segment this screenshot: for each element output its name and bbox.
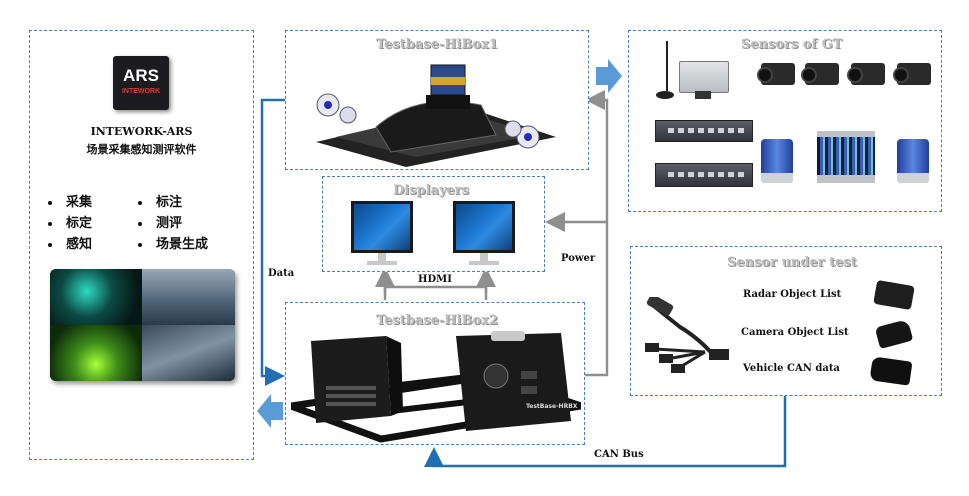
can-bus-line <box>424 396 787 468</box>
sensors-gt-panel: Sensors of GT <box>628 30 942 212</box>
feature-annotate: 标注 <box>138 191 182 210</box>
data-label: Data <box>268 268 295 279</box>
displayers-title: Displayers <box>393 183 469 198</box>
hdmi-label: HDMI <box>418 274 452 285</box>
feature-perceive: 感知 <box>48 233 92 252</box>
feature-collect: 采集 <box>48 191 92 210</box>
arrow-to-sensors <box>596 59 622 93</box>
camera-icon <box>757 63 795 85</box>
sensors-gt-title: Sensors of GT <box>741 37 843 52</box>
gnss-receiver-icon <box>679 61 729 93</box>
logo-subtext: INTEWORK <box>121 88 161 95</box>
obd-connector-icon <box>869 356 913 386</box>
lidar-icon <box>897 139 929 183</box>
monitor-left <box>351 201 413 267</box>
feature-calibrate: 标定 <box>48 212 92 231</box>
power-line <box>585 90 609 377</box>
network-switch-icon <box>655 163 753 187</box>
software-screenshot <box>50 269 235 381</box>
product-name: INTEWORK-ARS <box>90 125 193 138</box>
camera-icon <box>893 63 931 85</box>
camera-sensor-icon <box>874 318 914 350</box>
camera-icon <box>847 63 885 85</box>
camera-object-list-label: Camera Object List <box>741 327 849 338</box>
hibox1-roof-rack-image <box>316 64 556 167</box>
can-bus-label: CAN Bus <box>594 449 644 460</box>
hibox2-title: Testbase-HiBox2 <box>376 313 498 328</box>
can-cable-icon <box>645 297 729 373</box>
feature-evaluate: 测评 <box>138 212 182 231</box>
hibox2-panel: Testbase-HiBox2 TestBase-HRBX <box>285 302 585 445</box>
lidar-icon <box>817 131 875 183</box>
software-panel: ARS INTEWORK INTEWORK-ARS 场景采集感知测评软件 采集 … <box>29 30 254 460</box>
sensor-under-test-panel: Sensor under test Radar Object List Came… <box>630 246 942 396</box>
camera-icon <box>801 63 839 85</box>
vehicle-can-data-label: Vehicle CAN data <box>743 363 840 374</box>
data-line <box>260 98 285 386</box>
lidar-icon <box>761 139 793 183</box>
displayers-panel: Displayers <box>322 176 545 272</box>
hdmi-line <box>383 285 488 300</box>
arrow-to-software <box>257 394 283 428</box>
network-switch-icon <box>655 120 753 142</box>
power-label: Power <box>561 253 596 264</box>
hibox1-title: Testbase-HiBox1 <box>376 37 498 52</box>
logo-text: ARS <box>123 66 159 85</box>
radar-sensor-icon <box>873 279 915 311</box>
hibox2-badge: TestBase-HRBX <box>526 403 578 410</box>
radar-object-list-label: Radar Object List <box>743 289 842 300</box>
gnss-antenna-icon <box>656 41 674 99</box>
feature-scenario: 场景生成 <box>138 233 208 252</box>
monitor-right <box>453 201 515 267</box>
product-subtitle: 场景采集感知测评软件 <box>86 143 197 156</box>
hibox1-panel: Testbase-HiBox1 <box>285 30 589 170</box>
hibox2-device-image <box>291 331 581 443</box>
ars-logo: ARS INTEWORK <box>113 56 169 110</box>
sensor-under-test-title: Sensor under test <box>727 255 857 270</box>
